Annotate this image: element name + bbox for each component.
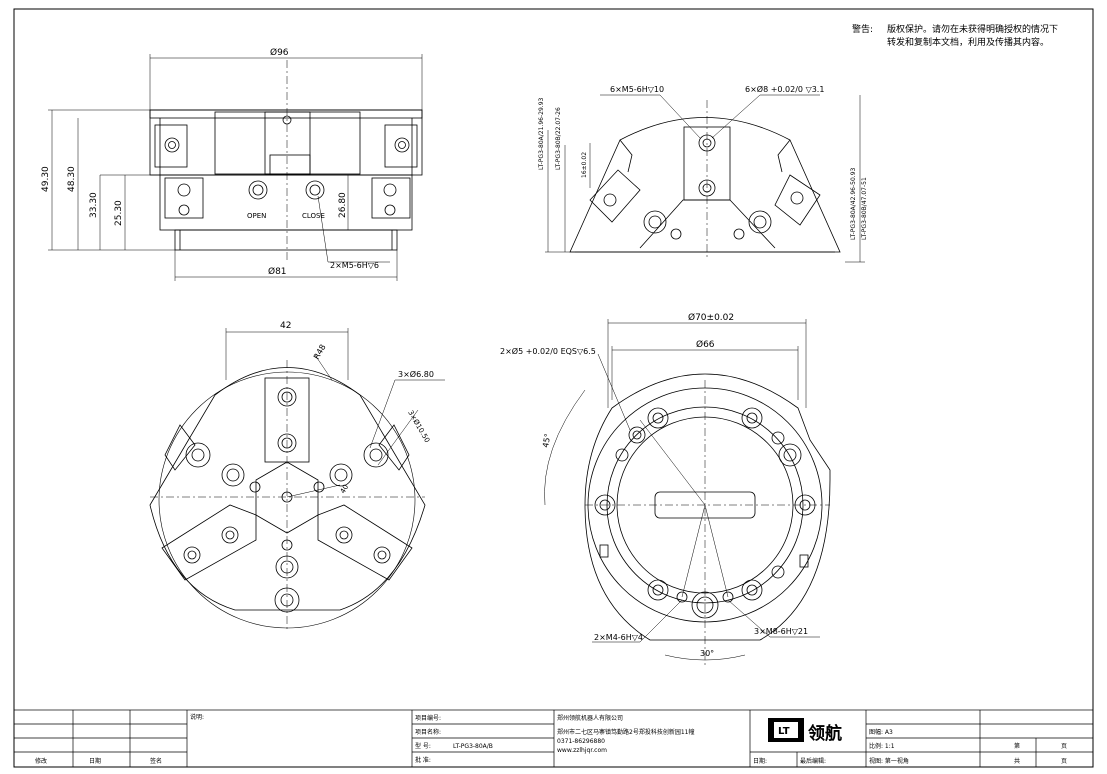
bottom-dim-outer: Ø70±0.02 (688, 312, 734, 323)
bottom-callout-pins: 2×Ø5 +0.02/0 EQS▽6.5 (500, 346, 596, 356)
page-unit: 页 (1061, 743, 1067, 750)
front-height-4: 25.30 (114, 200, 124, 226)
side-right-v1: LT-PG3-80A/42.96-50.93 (850, 167, 857, 240)
side-view-labels: 6×M5-6H▽10 6×Ø8 +0.02/0 ▽3.1 LT-PG3-80A/… (538, 84, 868, 240)
copyright-warning: 警告: 版权保护。请勿在未获得明确授权的情况下 转发和复制本文档，利用及传播其内… (852, 23, 1058, 48)
warning-line-1: 版权保护。请勿在未获得明确授权的情况下 (887, 23, 1058, 35)
date-label: 日期: (753, 757, 767, 765)
top-callout-holes: 3×Ø6.80 (398, 369, 434, 379)
hdr-revise: 修改 (35, 757, 47, 765)
front-height-2: 48.30 (67, 166, 77, 192)
side-callout-left: 6×M5-6H▽10 (610, 85, 664, 94)
project-name-label: 项目名称: (415, 728, 441, 736)
warning-line-2: 转发和复制本文档，利用及传播其内容。 (887, 36, 1049, 48)
front-height-5: 26.80 (338, 192, 348, 218)
scale-label: 比例: 1:1 (869, 742, 895, 750)
top-view (149, 328, 445, 630)
front-dim-bottom: Ø81 (268, 266, 287, 277)
bottom-dim-inner: Ø66 (696, 339, 715, 350)
front-height-1: 49.30 (41, 166, 51, 192)
front-dim-top: Ø96 (270, 47, 289, 58)
logo-text: 领航 (808, 723, 842, 744)
side-left-v2: LT-PG3-80B/22.07-26 (555, 107, 562, 170)
front-height-3: 33.30 (89, 192, 99, 218)
front-callout: 2×M5-6H▽6 (330, 261, 379, 270)
top-dim-angle: 40 (339, 483, 350, 495)
bottom-angle-bottom: 30° (700, 649, 714, 658)
project-no-label: 项目编号: (415, 714, 441, 722)
hdr-sign: 签名 (150, 757, 162, 765)
hdr-date: 日期 (89, 757, 101, 765)
bottom-callout-m4: 2×M4-6H▽4 (594, 633, 643, 642)
top-radius: R48 (312, 343, 328, 361)
model-value: LT-PG3-80A/B (453, 743, 493, 750)
title-block (13, 709, 1094, 768)
company-phone: 0371-86296880 (557, 738, 605, 745)
side-right-v2: LT-PG3-80B/47.07-51 (861, 177, 868, 240)
company-name: 郑州领航机器人有限公司 (557, 714, 623, 722)
side-left-v3: 16±0.02 (581, 152, 588, 178)
top-dim-width: 42 (280, 321, 291, 331)
model-label: 型 号: (415, 742, 431, 750)
bottom-view-labels: Ø70±0.02 Ø66 2×Ø5 +0.02/0 EQS▽6.5 45° 2×… (500, 312, 808, 658)
close-label: CLOSE (302, 212, 325, 220)
logo-mark: LT (778, 726, 790, 737)
page-label: 第 (1014, 742, 1020, 750)
title-block-text: 修改 日期 签名 说明: 项目编号: 项目名称: 型 号: LT-PG3-80A… (35, 713, 1067, 765)
open-label: OPEN (247, 212, 266, 220)
front-view-labels: Ø96 Ø81 49.30 48.30 33.30 25.30 26.80 2×… (41, 47, 379, 277)
front-view (48, 54, 423, 281)
warning-label: 警告: (852, 23, 873, 35)
total-unit: 页 (1061, 758, 1067, 765)
sheet-border (13, 8, 1094, 768)
top-callout-cbore: 3×Ø10.50 (406, 409, 431, 444)
company-website: www.zzlhjqr.com (557, 747, 607, 754)
bottom-angle-left: 45° (541, 433, 552, 449)
last-edit-label: 最后编辑: (800, 757, 826, 765)
approve-label: 批 准: (415, 756, 431, 764)
view-label: 视图: 第一视角 (869, 757, 909, 765)
side-left-v1: LT-PG3-80A/21.96-29.93 (538, 97, 545, 170)
bottom-callout-m8: 3×M8-6H▽21 (754, 627, 808, 636)
company-address: 郑州市二七区马寨镇笃勤路2号郑投科技创新园11幢 (557, 728, 694, 736)
company-logo: LT 领航 (768, 718, 842, 744)
top-view-labels: 42 R48 3×Ø6.80 3×Ø10.50 40 (280, 321, 434, 495)
desc-label: 说明: (190, 713, 204, 721)
bottom-view (544, 319, 831, 665)
sheet-size-label: 图幅: A3 (869, 728, 893, 736)
total-label: 共 (1014, 757, 1020, 765)
side-view (545, 94, 865, 263)
side-callout-right: 6×Ø8 +0.02/0 ▽3.1 (745, 84, 824, 94)
